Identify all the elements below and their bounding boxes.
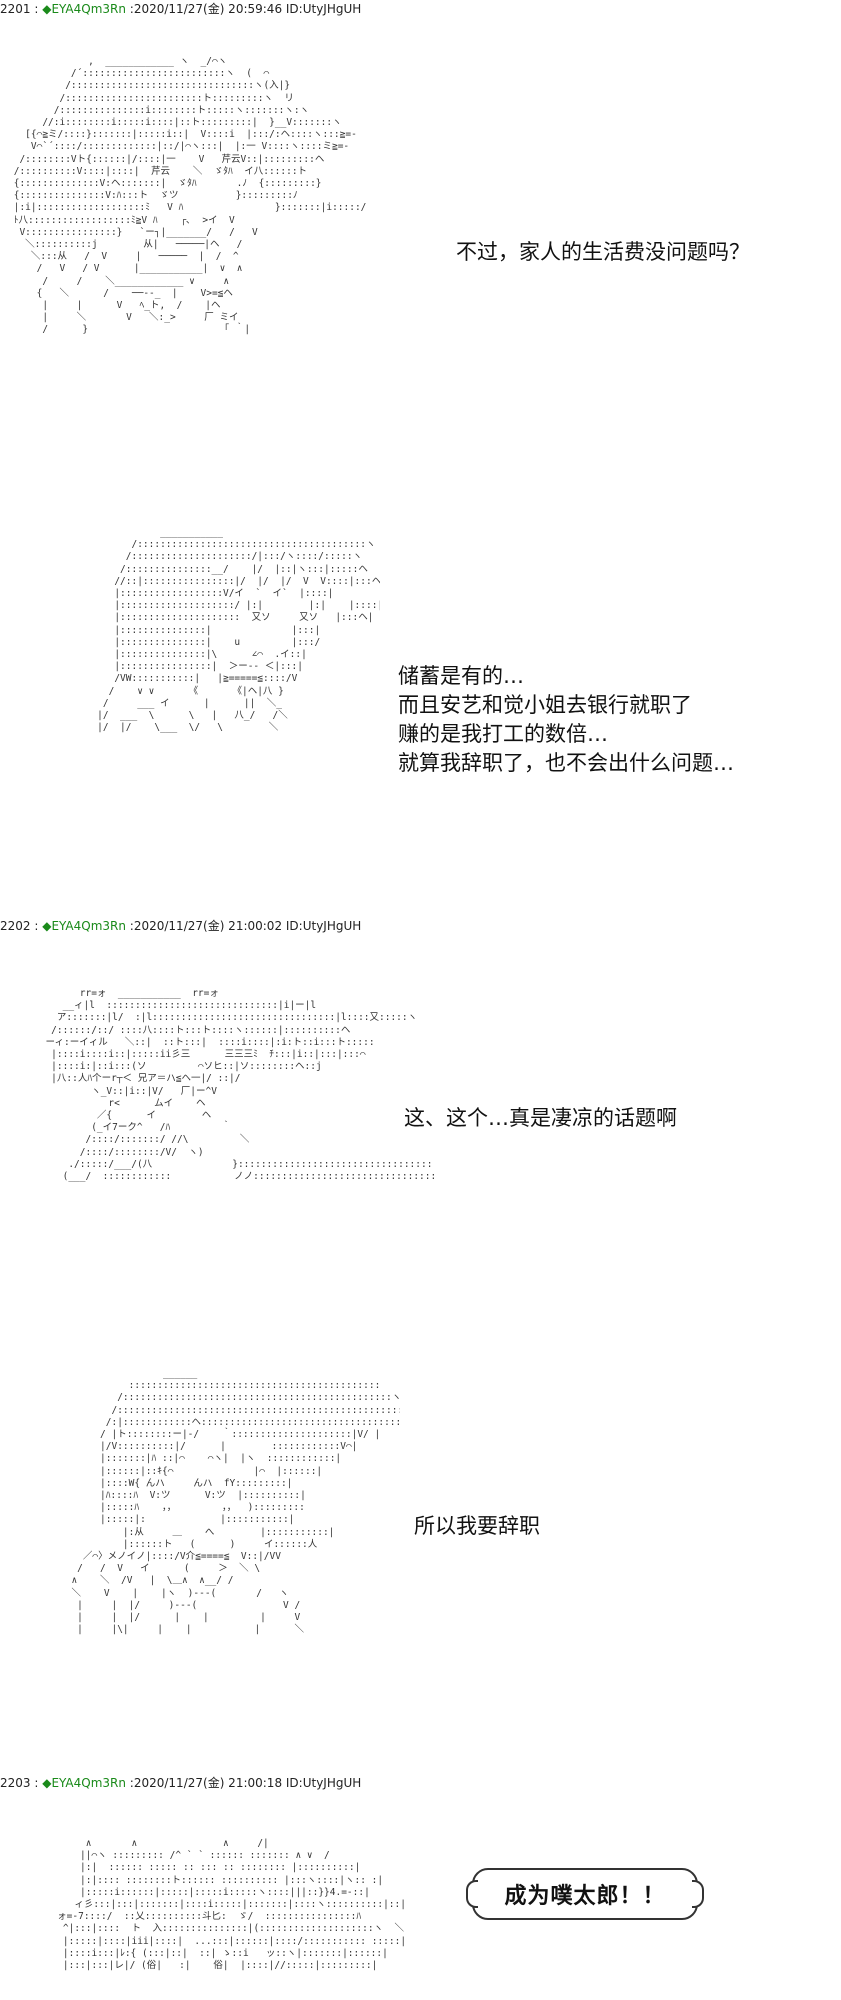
dialog-line-4: 所以我要辞职	[414, 1512, 540, 1541]
dialog-block-2: 储蓄是有的… 而且安艺和觉小姐去银行就职了 赚的是我打工的数倍… 就算我辞职了，…	[398, 662, 734, 778]
dialog-text: 而且安艺和觉小姐去银行就职了	[398, 693, 692, 717]
poster-trip[interactable]: ◆EYA4Qm3Rn	[42, 1776, 126, 1790]
dialog-text: 赚的是我打工的数倍…	[398, 722, 608, 746]
dialog-text: 成为噗太郎！！	[504, 1884, 666, 1909]
post-meta: :2020/11/27(金) 21:00:02 ID:UtyJHgUH	[125, 919, 362, 933]
ascii-art-character: ___________ /:::::::::::::::::::::::::::…	[97, 527, 380, 734]
poster-trip[interactable]: ◆EYA4Qm3Rn	[42, 919, 126, 933]
dialog-text: 储蓄是有的…	[398, 664, 524, 688]
post-header-2203: 2203 : ◆EYA4Qm3Rn :2020/11/27(金) 21:00:1…	[0, 1775, 361, 1791]
post-meta: :2020/11/27(金) 21:00:18 ID:UtyJHgUH	[125, 1776, 362, 1790]
dialog-text: 这、这个…真是凄凉的话题啊	[404, 1106, 677, 1130]
dialog-text: 不过，家人的生活费没问题吗？	[456, 240, 750, 264]
dialog-line-1: 不过，家人的生活费没问题吗？	[456, 238, 750, 267]
post-number: 2201	[0, 2, 31, 16]
post-meta: :2020/11/27(金) 20:59:46 ID:UtyJHgUH	[125, 2, 362, 16]
shout-bubble: 成为噗太郎！！	[466, 1868, 704, 1920]
ascii-art-character: , ____________ ヽ _/⌒ヽ /´::::::::::::::::…	[13, 56, 367, 336]
post-separator: :	[30, 919, 43, 933]
post-number: 2203	[0, 1776, 31, 1790]
post-separator: :	[30, 2, 43, 16]
poster-trip[interactable]: ◆EYA4Qm3Rn	[42, 2, 126, 16]
post-header-2201: 2201 : ◆EYA4Qm3Rn :2020/11/27(金) 20:59:4…	[0, 1, 361, 17]
post-number: 2202	[0, 919, 31, 933]
ascii-art-character: ∧ ∧ ∧ /| ||⌒ヽ ::::::::: /^ ` ` :::::: ::…	[57, 1838, 407, 1972]
dialog-text: 所以我要辞职	[414, 1514, 540, 1538]
dialog-line-3: 这、这个…真是凄凉的话题啊	[404, 1104, 677, 1133]
post-header-2202: 2202 : ◆EYA4Qm3Rn :2020/11/27(金) 21:00:0…	[0, 918, 361, 934]
ascii-art-character: rr=ォ ___________ rr=ォ __ィ|l ::::::::::::…	[45, 988, 434, 1183]
post-separator: :	[30, 1776, 43, 1790]
dialog-text: 就算我辞职了，也不会出什么问题…	[398, 751, 734, 775]
ascii-art-character: ______ :::::::::::::::::::::::::::::::::…	[71, 1368, 400, 1636]
